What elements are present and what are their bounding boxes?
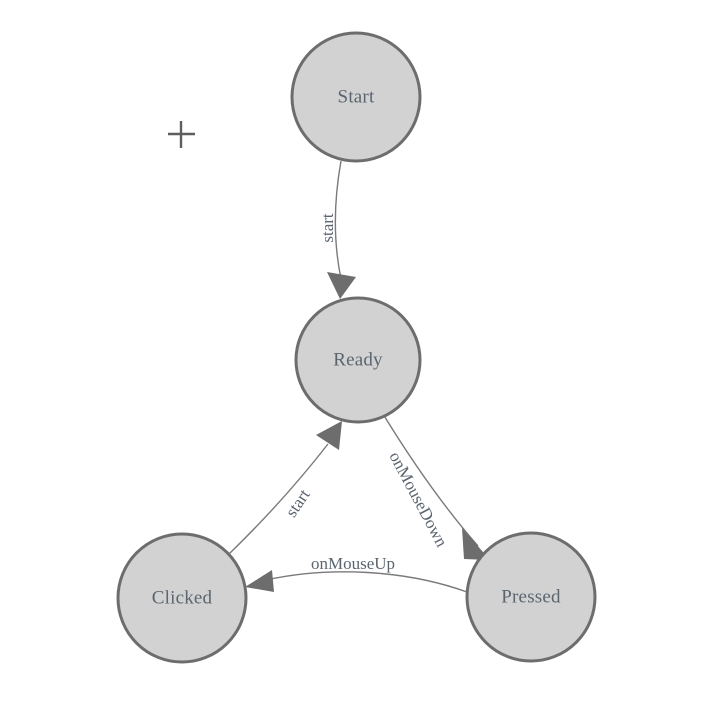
node-ready[interactable]: Ready (294, 296, 422, 424)
node-ready-circle[interactable] (294, 296, 422, 424)
node-clicked-circle[interactable] (116, 532, 248, 664)
arrow-head-pressed-to-clicked (245, 570, 274, 592)
edge-label-start-to-ready: start (318, 213, 337, 243)
node-start[interactable]: Start (290, 31, 422, 163)
edge-label-pressed-to-clicked: onMouseUp (311, 554, 395, 573)
node-ready-label: Ready (333, 349, 383, 370)
arrow-head-start-to-ready (327, 272, 356, 299)
node-clicked-label: Clicked (152, 587, 213, 608)
node-start-circle[interactable] (290, 31, 422, 163)
edge-path-clicked-to-ready (228, 443, 329, 555)
node-pressed-circle[interactable] (465, 531, 597, 663)
edge-ready-to-pressed[interactable] (382, 413, 490, 560)
plus-marker-icon[interactable] (168, 121, 195, 148)
arrow-head-ready-to-pressed (462, 528, 490, 560)
arrow-head-clicked-to-ready (316, 421, 342, 450)
edge-clicked-to-ready[interactable] (228, 421, 342, 555)
edge-path-pressed-to-clicked (265, 571, 468, 593)
edge-path-ready-to-pressed (382, 413, 479, 547)
edge-path-start-to-ready (334, 160, 342, 280)
edge-start-to-ready[interactable] (327, 160, 356, 299)
edge-label-clicked-to-ready: start (282, 485, 314, 520)
node-pressed[interactable]: Pressed (465, 531, 597, 663)
node-pressed-label: Pressed (501, 586, 561, 607)
node-clicked[interactable]: Clicked (116, 532, 248, 664)
edge-pressed-to-clicked[interactable] (245, 570, 468, 593)
node-start-label: Start (338, 86, 375, 107)
edge-label-ready-to-pressed: onMouseDown (385, 449, 451, 551)
